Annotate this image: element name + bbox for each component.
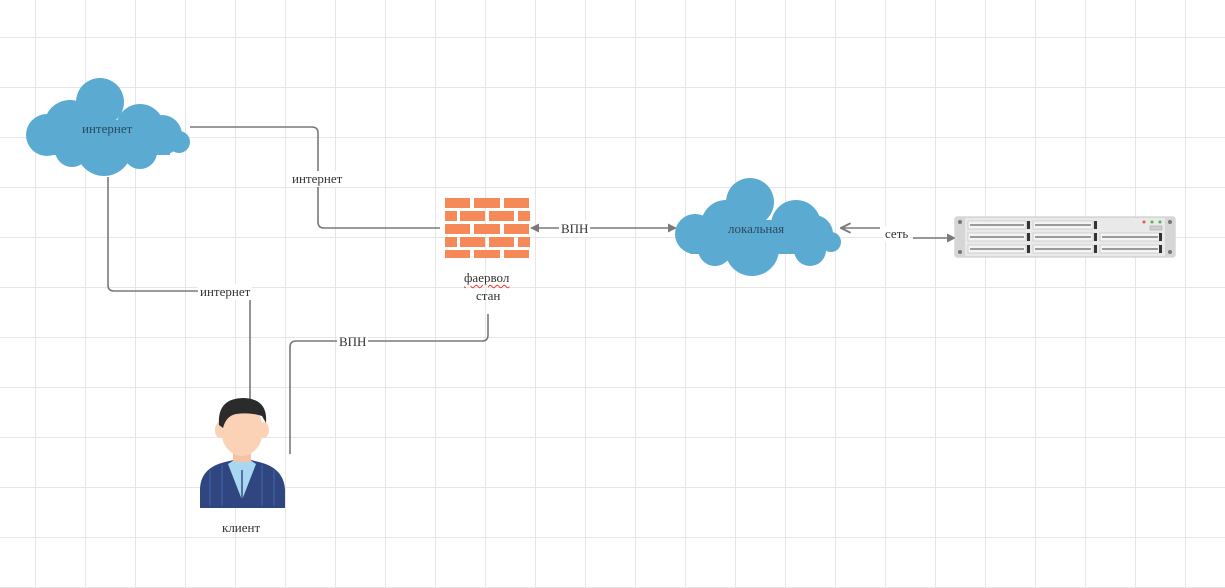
firewall-label-line2: стан: [476, 288, 501, 303]
edge-label-cloud-to-client: интернет: [198, 284, 253, 300]
edge-label-client-to-firewall: ВПН: [337, 334, 369, 350]
client-label: клиент: [222, 520, 261, 535]
edge-label-local-to-server: сеть: [883, 226, 911, 242]
internet-cloud-icon[interactable]: [26, 78, 190, 176]
edge-label-cloud-to-firewall: интернет: [290, 171, 345, 187]
local-cloud-label: локальная: [728, 221, 785, 236]
firewall-icon[interactable]: [445, 198, 530, 258]
server-rack-icon[interactable]: [954, 216, 1176, 258]
edge-label-firewall-to-local: ВПН: [559, 221, 591, 237]
firewall-label-line1: фаервол: [464, 270, 510, 285]
internet-cloud-label: интернет: [82, 121, 133, 136]
edge-client-to-firewall[interactable]: [289, 314, 489, 454]
local-cloud-icon[interactable]: [675, 178, 841, 276]
edge-cloud-to-client[interactable]: [107, 177, 251, 405]
client-person-icon[interactable]: [200, 398, 285, 508]
